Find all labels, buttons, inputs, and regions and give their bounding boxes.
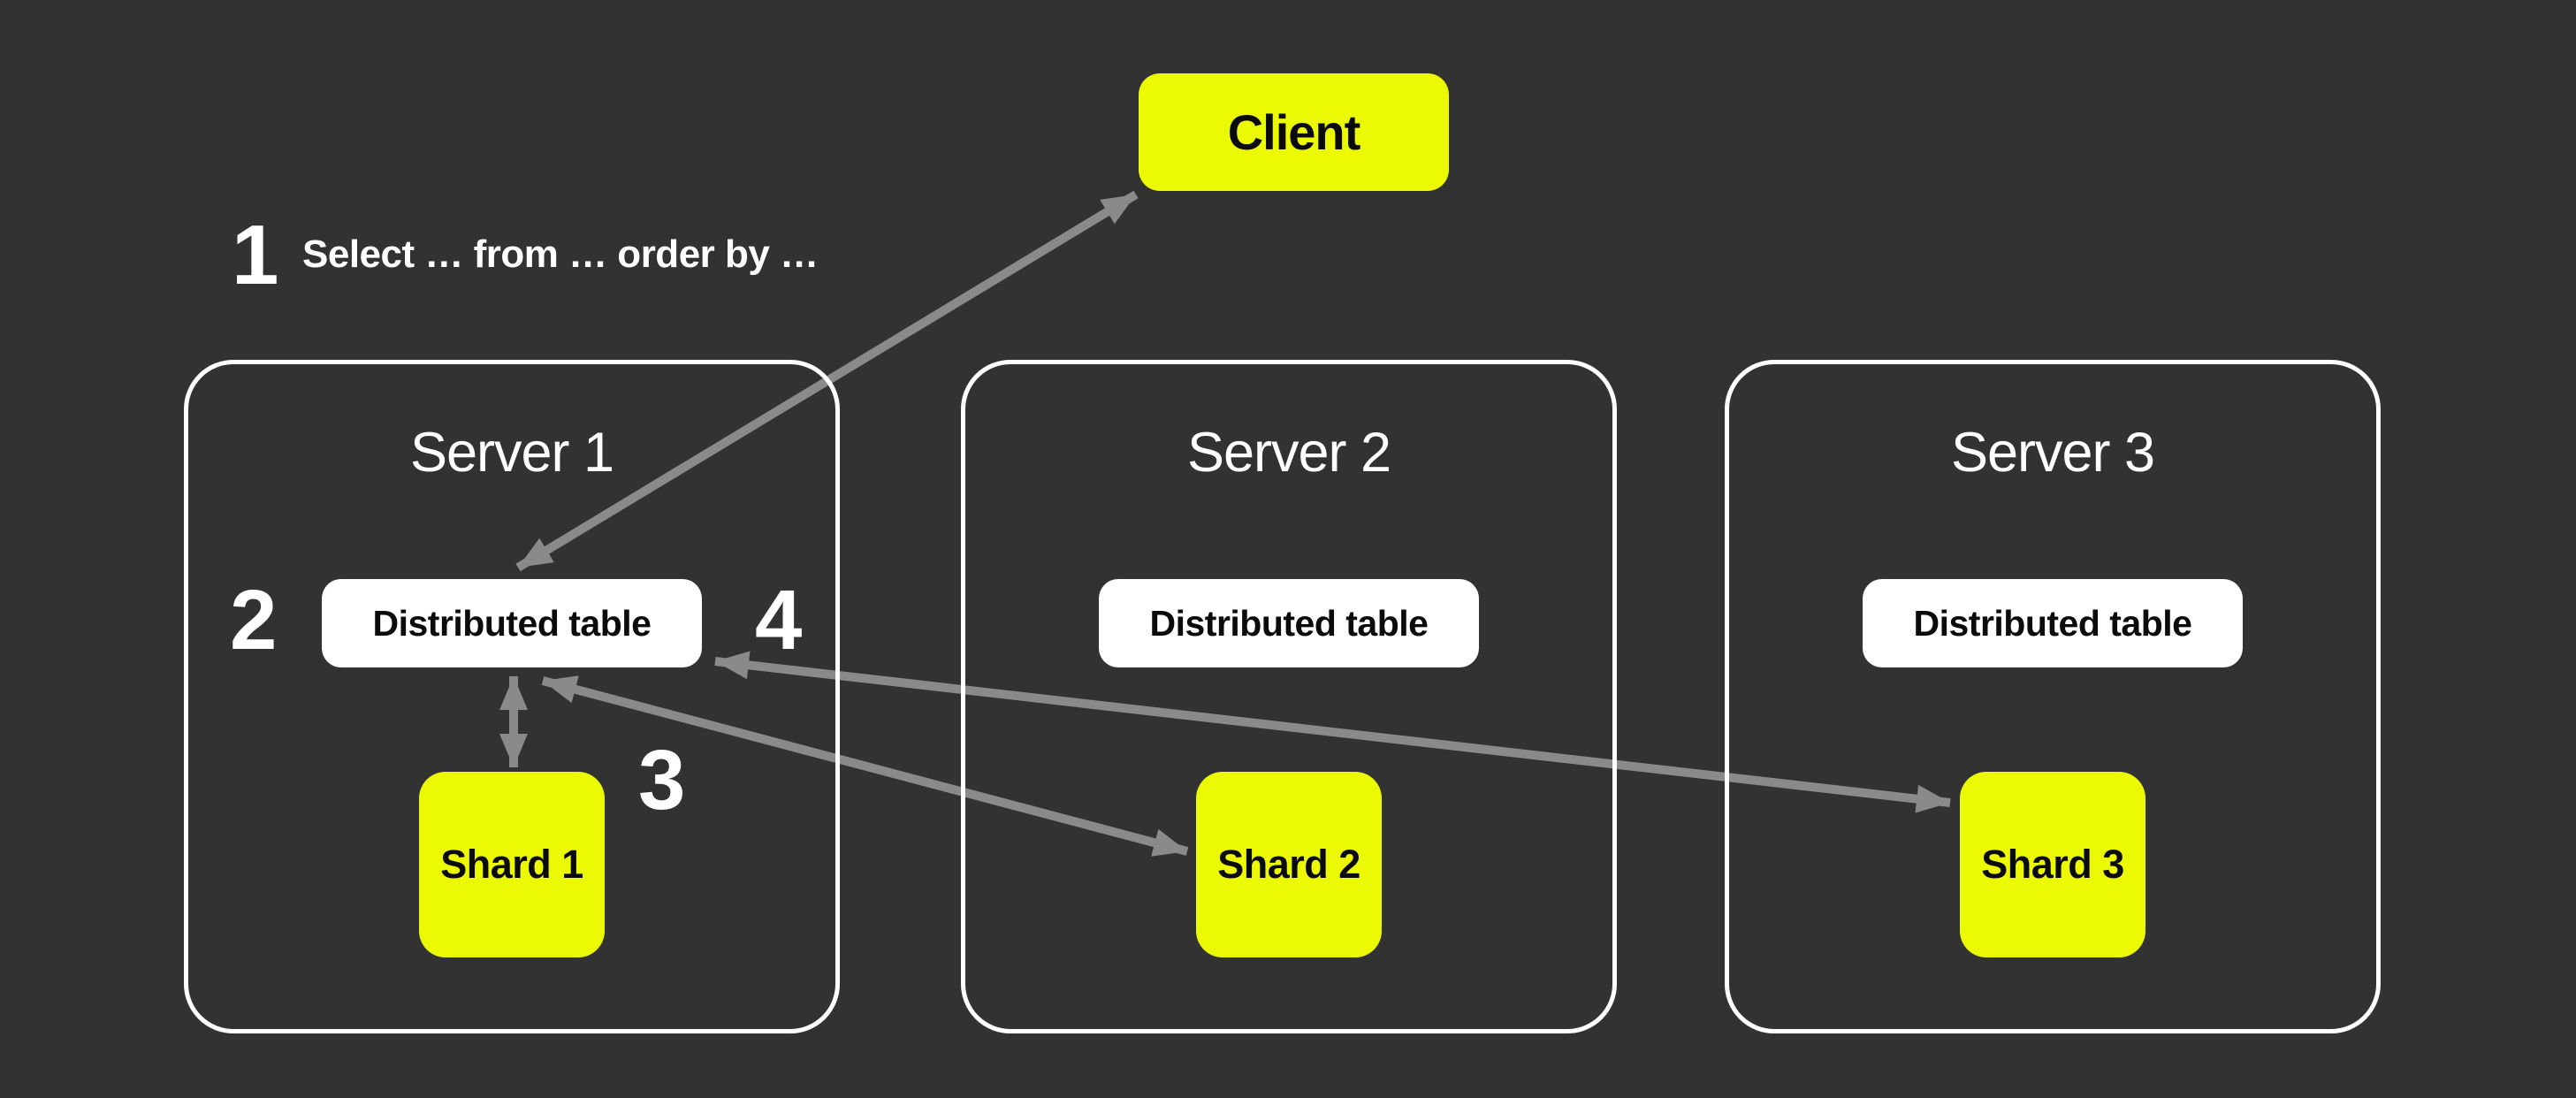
server-box-2: Server 2 Distributed table Shard 2 — [961, 360, 1617, 1033]
distributed-table-1-label: Distributed table — [372, 602, 652, 644]
distributed-table-3-label: Distributed table — [1913, 602, 2192, 644]
step-3-marker: 3 — [638, 733, 686, 827]
distributed-table-2-label: Distributed table — [1149, 602, 1429, 644]
shard-node-1: Shard 1 — [419, 772, 605, 957]
server-box-3: Server 3 Distributed table Shard 3 — [1725, 360, 2381, 1033]
step-1-marker: 1 — [232, 208, 279, 302]
step-2-marker: 2 — [230, 573, 278, 667]
distributed-table-node-3: Distributed table — [1863, 579, 2243, 667]
shard-3-label: Shard 3 — [1981, 842, 2124, 887]
client-node: Client — [1139, 73, 1449, 191]
shard-1-label: Shard 1 — [440, 842, 583, 887]
shard-node-3: Shard 3 — [1960, 772, 2145, 957]
server-1-title: Server 1 — [409, 422, 614, 484]
step-4-marker: 4 — [755, 573, 803, 667]
client-label: Client — [1227, 104, 1361, 160]
server-box-1: Server 1 Distributed table Shard 1 — [184, 360, 840, 1033]
server-2-title: Server 2 — [1186, 422, 1391, 484]
distributed-table-node-1: Distributed table — [322, 579, 702, 667]
shard-2-label: Shard 2 — [1217, 842, 1360, 887]
shard-node-2: Shard 2 — [1196, 772, 1382, 957]
query-text: Select … from … order by … — [302, 233, 819, 276]
arrow-table1-shard3 — [714, 651, 1951, 813]
distributed-table-node-2: Distributed table — [1099, 579, 1479, 667]
server-3-title: Server 3 — [1950, 422, 2155, 484]
